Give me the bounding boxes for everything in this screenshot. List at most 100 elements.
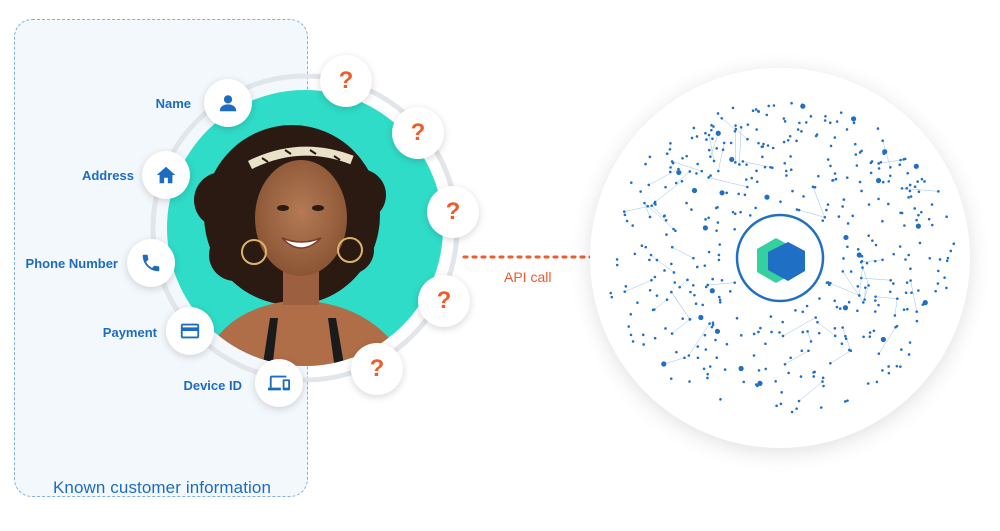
network-node	[909, 279, 912, 282]
network-node	[910, 291, 913, 294]
network-node	[685, 154, 688, 158]
network-node	[712, 159, 716, 163]
network-node	[845, 128, 849, 131]
network-node	[692, 256, 695, 260]
network-node	[640, 244, 644, 248]
network-node	[688, 170, 692, 173]
network-node	[647, 183, 651, 187]
network-node	[688, 318, 692, 321]
network-node	[765, 113, 769, 117]
network-node	[767, 104, 771, 108]
network-node	[631, 224, 634, 227]
network-node	[778, 331, 781, 334]
network-node	[833, 334, 837, 338]
network-node	[797, 399, 801, 403]
network-node	[695, 265, 699, 269]
network-node	[895, 364, 899, 368]
network-node	[676, 169, 682, 176]
network-node	[789, 356, 792, 360]
network-node	[710, 124, 713, 127]
network-node	[837, 215, 841, 218]
network-node	[789, 155, 792, 158]
network-node	[648, 215, 652, 219]
network-node	[877, 197, 880, 201]
network-node	[674, 229, 677, 233]
network-node	[706, 283, 710, 287]
network-node	[908, 183, 912, 187]
network-node	[917, 289, 920, 292]
network-node	[625, 219, 629, 223]
network-node	[913, 207, 917, 210]
network-node	[748, 214, 752, 217]
network-node	[655, 258, 659, 262]
network-node	[633, 252, 637, 256]
network-node	[874, 243, 878, 247]
network-node	[692, 126, 696, 130]
network-node	[738, 365, 744, 372]
network-node	[678, 285, 681, 289]
network-node	[899, 158, 902, 162]
network-node	[711, 277, 714, 281]
network-node	[831, 178, 835, 182]
network-node	[856, 285, 860, 288]
network-node	[754, 108, 758, 111]
network-node	[868, 331, 872, 334]
network-node	[784, 169, 788, 173]
network-node	[770, 330, 773, 334]
network-node	[905, 187, 909, 190]
network-node	[715, 130, 721, 136]
network-node	[800, 103, 804, 107]
network-node	[734, 127, 738, 131]
network-node	[695, 172, 698, 175]
network-node	[861, 266, 864, 269]
network-node	[717, 295, 721, 299]
network-node	[672, 271, 676, 274]
network-node	[739, 210, 742, 214]
network-node	[751, 109, 755, 113]
network-node	[755, 128, 758, 131]
network-node	[834, 177, 838, 181]
network-node	[710, 128, 713, 132]
network-node	[821, 219, 825, 222]
network-node	[856, 309, 859, 313]
network-node	[709, 155, 712, 158]
network-node	[668, 170, 672, 174]
network-node	[772, 104, 776, 107]
network-node	[743, 193, 747, 197]
devices-icon	[255, 359, 303, 407]
unknown-field-3: ?	[427, 186, 479, 238]
network-node	[916, 180, 920, 183]
network-node	[900, 211, 904, 215]
network-node	[718, 243, 722, 246]
network-node	[887, 180, 891, 183]
network-node	[775, 404, 778, 408]
label-phone-number: Phone Number	[25, 256, 118, 271]
network-node	[876, 127, 880, 130]
network-node	[754, 206, 757, 210]
network-node	[665, 233, 668, 236]
network-node	[865, 261, 869, 265]
network-node	[903, 224, 906, 227]
network-node	[779, 200, 782, 203]
network-node	[915, 319, 919, 323]
network-node	[847, 348, 851, 352]
network-node	[842, 305, 849, 311]
network-node	[745, 178, 748, 181]
network-node	[913, 185, 917, 189]
network-node	[840, 342, 844, 345]
network-node	[945, 286, 948, 290]
network-node	[648, 155, 652, 159]
network-node	[909, 267, 912, 271]
network-node	[650, 204, 654, 207]
network-node	[904, 291, 908, 295]
network-node	[675, 350, 678, 354]
network-node	[693, 293, 696, 297]
network-node	[668, 147, 672, 151]
network-node	[781, 334, 785, 338]
network-node	[928, 256, 932, 260]
network-node	[639, 190, 642, 193]
network-node	[695, 135, 699, 138]
network-node	[746, 185, 749, 189]
network-node	[661, 361, 667, 367]
network-node	[786, 139, 790, 142]
